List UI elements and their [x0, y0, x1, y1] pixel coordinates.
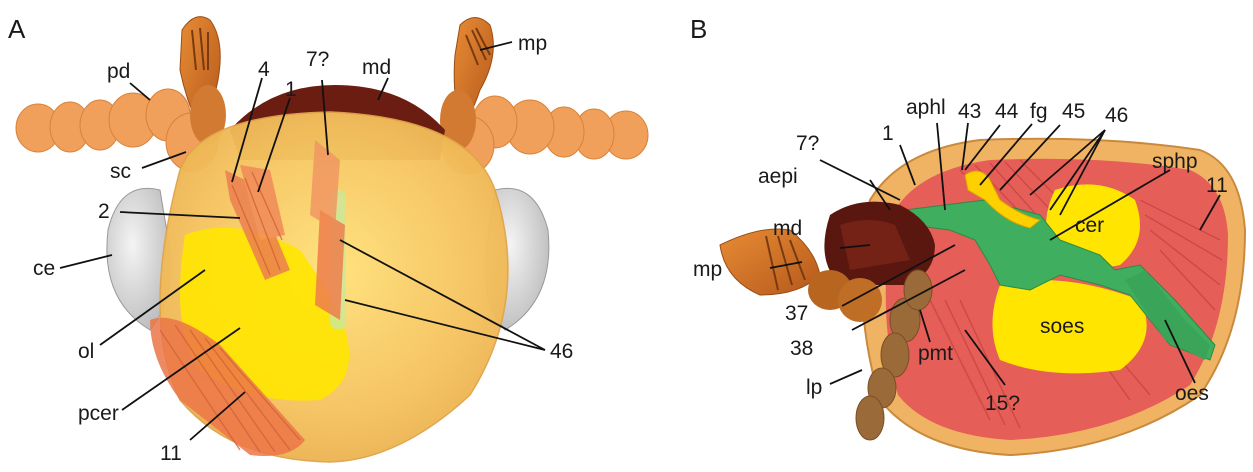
label-b-43: 43 [958, 100, 981, 123]
label-b-37: 37 [785, 302, 808, 325]
label-a-1: 1 [285, 78, 297, 101]
label-a-2: 2 [98, 200, 110, 223]
label-a-ol: ol [78, 340, 94, 363]
label-b-11: 11 [1206, 174, 1228, 197]
label-a-md: md [362, 56, 391, 79]
label-b-fg: fg [1030, 100, 1048, 123]
label-b-mp: mp [693, 258, 722, 281]
label-a-pcer: pcer [78, 402, 119, 425]
label-b-pmt: pmt [918, 342, 953, 365]
label-b-cer: cer [1075, 214, 1104, 237]
label-a-7q: 7? [306, 48, 329, 71]
label-a-sc: sc [110, 160, 131, 183]
label-b-aphl: aphl [906, 96, 946, 119]
label-a-46: 46 [550, 340, 573, 363]
label-b-oes: oes [1175, 382, 1209, 405]
label-b-38: 38 [790, 337, 813, 360]
label-b-sphp: sphp [1152, 150, 1198, 173]
panel-a-label: A [8, 14, 26, 44]
label-b-45: 45 [1062, 100, 1085, 123]
panel-a: A [8, 14, 648, 465]
label-b-1: 1 [882, 122, 894, 145]
label-a-4: 4 [258, 58, 270, 81]
label-b-44: 44 [995, 100, 1019, 123]
label-a-11: 11 [160, 442, 182, 465]
panel-b-label: B [690, 14, 707, 44]
label-a-pd: pd [107, 60, 130, 83]
label-a-mp: mp [518, 32, 547, 55]
label-b-aepi: aepi [758, 165, 798, 188]
label-b-lp: lp [806, 376, 822, 399]
label-a-ce: ce [33, 257, 55, 280]
label-b-md: md [773, 217, 802, 240]
label-b-15q: 15? [985, 392, 1020, 415]
label-b-soes: soes [1040, 315, 1084, 338]
label-b-7q: 7? [796, 132, 819, 155]
label-b-46: 46 [1105, 104, 1128, 127]
panel-b: B [690, 14, 1245, 455]
